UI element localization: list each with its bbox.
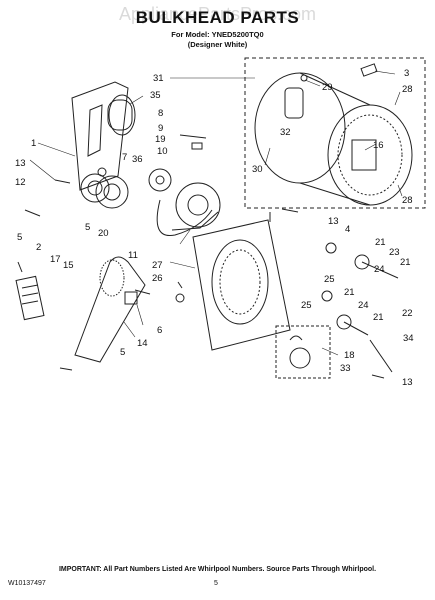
callout-30: 30 xyxy=(252,164,263,175)
callout-27: 27 xyxy=(152,260,163,271)
hardware-fasteners xyxy=(17,134,385,379)
callout-13a: 13 xyxy=(15,158,26,169)
callout-21d: 21 xyxy=(373,312,384,323)
callout-3: 3 xyxy=(404,68,409,79)
page-title: BULKHEAD PARTS xyxy=(135,8,300,27)
roller-assemblies xyxy=(321,242,399,373)
callout-5a: 5 xyxy=(17,232,22,243)
front-bulkhead xyxy=(192,212,291,351)
document-number: W10137497 xyxy=(8,580,46,587)
callout-5c: 5 xyxy=(120,347,125,358)
callout-29: 29 xyxy=(322,82,333,93)
callout-17: 17 xyxy=(50,254,61,265)
callout-28b: 28 xyxy=(402,195,413,206)
callout-19: 19 xyxy=(155,134,166,145)
callout-14: 14 xyxy=(137,338,148,349)
footer-note: IMPORTANT: All Part Numbers Listed Are W… xyxy=(58,566,377,573)
callout-23: 23 xyxy=(389,247,400,258)
callout-21a: 21 xyxy=(375,237,386,248)
page-number: 5 xyxy=(214,580,218,587)
callout-32: 32 xyxy=(280,127,291,138)
wire-harness-box xyxy=(275,325,331,379)
callout-16: 16 xyxy=(373,140,384,151)
callout-25a: 25 xyxy=(324,274,335,285)
callout-24b: 24 xyxy=(358,300,369,311)
variant-line: (Designer White) xyxy=(187,40,248,49)
drum-seal xyxy=(108,94,136,136)
lint-screen xyxy=(15,275,45,321)
callout-1: 1 xyxy=(31,138,36,149)
callout-31: 31 xyxy=(153,73,164,84)
callout-11: 11 xyxy=(128,250,138,261)
blower-assembly xyxy=(80,168,221,231)
callout-8: 8 xyxy=(158,108,163,119)
model-line: For Model: YNED5200TQ0 xyxy=(171,30,264,39)
callout-24a: 24 xyxy=(374,264,385,275)
callout-7: 7 xyxy=(122,152,127,163)
callout-18: 18 xyxy=(344,350,355,361)
callout-4: 4 xyxy=(345,224,350,235)
leader-lines xyxy=(29,70,403,356)
callout-26: 26 xyxy=(152,273,163,284)
callout-33: 33 xyxy=(340,363,351,374)
callout-25b: 25 xyxy=(301,300,312,311)
callout-34: 34 xyxy=(403,333,414,344)
callout-20: 20 xyxy=(98,228,109,239)
drum-panel xyxy=(244,57,426,209)
callout-labels: 1 2 3 4 5 5 5 6 7 8 9 10 11 12 13 13 13 … xyxy=(15,68,414,388)
callout-6: 6 xyxy=(157,325,162,336)
callout-15: 15 xyxy=(63,260,74,271)
callout-36: 36 xyxy=(132,154,143,165)
lint-duct xyxy=(74,256,146,363)
callout-28a: 28 xyxy=(402,84,413,95)
callout-9: 9 xyxy=(158,123,163,134)
callout-5b: 5 xyxy=(85,222,90,233)
callout-35: 35 xyxy=(150,90,161,101)
rear-bulkhead xyxy=(71,81,133,191)
callout-2: 2 xyxy=(36,242,41,253)
watermark: AppliancePartsPros.com xyxy=(118,4,317,24)
callout-12: 12 xyxy=(15,177,26,188)
callout-21b: 21 xyxy=(400,257,411,268)
callout-13b: 13 xyxy=(328,216,339,227)
duct-hose xyxy=(156,199,213,237)
callout-13c: 13 xyxy=(402,377,413,388)
callout-22: 22 xyxy=(402,308,413,319)
callout-21c: 21 xyxy=(344,287,355,298)
callout-10: 10 xyxy=(157,146,168,157)
